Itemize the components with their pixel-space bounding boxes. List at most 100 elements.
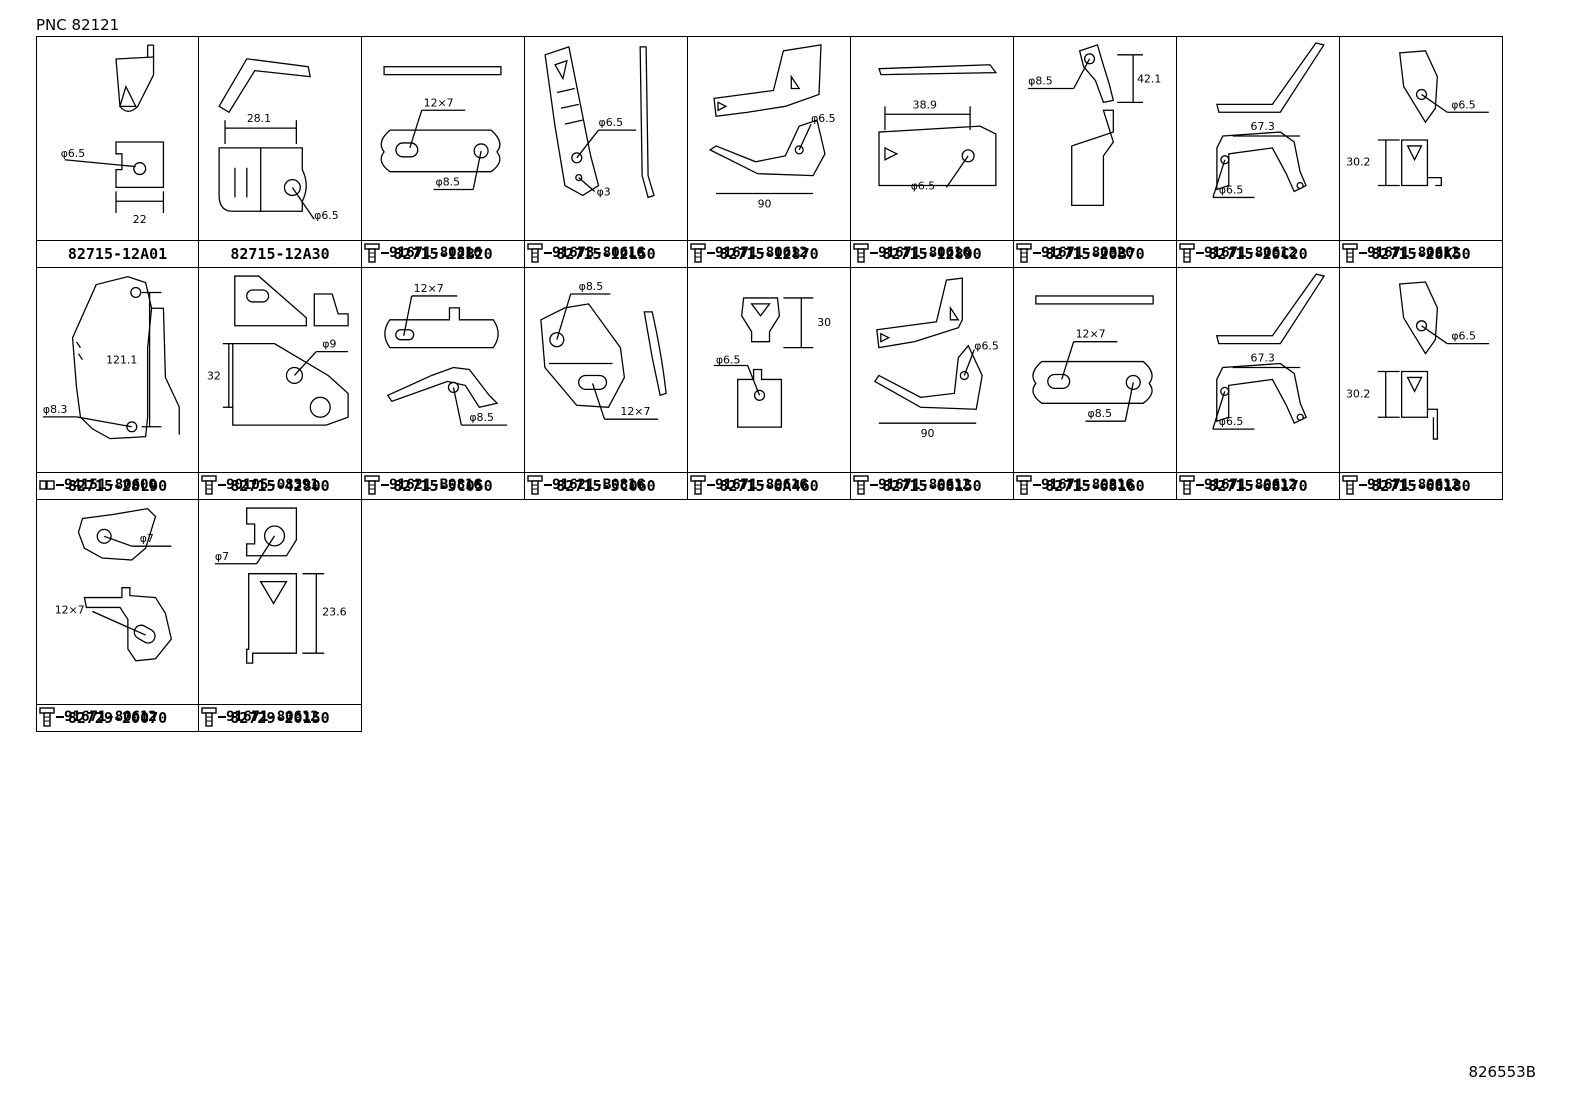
dim-label: φ8.5 bbox=[469, 411, 494, 424]
dim-label: φ6.5 bbox=[716, 354, 741, 367]
part-number: 82715-42800 bbox=[199, 472, 361, 499]
part-cell[interactable]: φ6.5 φ3 91673-80616 82715-12L50 bbox=[525, 36, 688, 268]
part-drawing: 12×7 φ8.5 bbox=[362, 268, 524, 472]
dim-label: 12×7 bbox=[414, 282, 444, 295]
dim-label: 30.2 bbox=[1346, 156, 1370, 169]
part-cell[interactable]: 12×7 φ8.5 91671-80816 82715-12B20 bbox=[362, 36, 525, 268]
fastener-number: 91671-80612 bbox=[715, 245, 808, 261]
fastener-number: 91671-80616 bbox=[878, 245, 971, 261]
fastener-number: 91671-80612 bbox=[878, 477, 971, 493]
part-drawing: φ6.5 φ3 bbox=[525, 37, 687, 240]
fastener-number: 91671-80820 bbox=[1041, 245, 1134, 261]
dim-label: 121.1 bbox=[106, 354, 137, 367]
part-number: 82715-68150 bbox=[851, 472, 1013, 499]
part-cell[interactable]: φ6.5 30.2 91671-80612 82715-68180 bbox=[1340, 268, 1503, 500]
parts-grid: φ6.5 22 82715-12A01 bbox=[36, 36, 1503, 732]
dim-label: φ6.5 bbox=[61, 147, 85, 160]
fastener: 91671-80612 bbox=[1179, 475, 1297, 495]
part-drawing: 28.1 φ6.5 bbox=[199, 37, 361, 240]
fastener: 91621-B0816 bbox=[527, 475, 645, 495]
fastener-number: 91671-80816 bbox=[1041, 477, 1134, 493]
dim-label: φ6.5 bbox=[314, 209, 338, 222]
bolt-icon bbox=[201, 707, 217, 727]
part-number: 82715-12870 bbox=[688, 240, 850, 267]
bolt-icon bbox=[527, 475, 543, 495]
part-cell[interactable]: 121.1 φ8.3 94151-80600 82715-28L90 bbox=[36, 268, 199, 500]
fastener-number: 91671-80612 bbox=[1204, 477, 1297, 493]
part-drawing: φ6.5 30.2 bbox=[1340, 37, 1502, 240]
bolt-icon bbox=[853, 243, 869, 263]
dim-label: 12×7 bbox=[1076, 328, 1106, 341]
fastener-number: 91673-80616 bbox=[552, 245, 645, 261]
fastener: 90105-08391 bbox=[201, 475, 319, 495]
part-drawing: 121.1 φ8.3 bbox=[37, 268, 198, 472]
bolt-icon bbox=[1342, 243, 1358, 263]
dim-label: φ6.5 bbox=[1219, 183, 1243, 196]
part-drawing: φ9 32 bbox=[199, 268, 361, 472]
dim-label: φ8.5 bbox=[1028, 75, 1052, 88]
part-number: 82715-20C20 bbox=[1177, 240, 1339, 267]
part-cell[interactable]: 12×7 φ8.5 91671-80816 82715-68160 bbox=[1014, 268, 1177, 500]
bolt-icon bbox=[364, 475, 380, 495]
fastener: 94151-80600 bbox=[39, 475, 157, 495]
dim-label: φ6.5 bbox=[1451, 98, 1475, 111]
dim-label: 38.9 bbox=[913, 98, 937, 111]
part-number: 82715-6A460 bbox=[688, 472, 850, 499]
part-cell[interactable]: φ6.5 90 91671-80612 82715-68150 bbox=[851, 268, 1014, 500]
part-drawing: 12×7 φ8.5 bbox=[362, 37, 524, 240]
part-cell[interactable]: 28.1 φ6.5 82715-12A30 bbox=[199, 36, 362, 268]
part-drawing: 42.1 φ8.5 bbox=[1014, 37, 1176, 240]
part-cell[interactable]: φ9 32 90105-08391 82715-42800 bbox=[199, 268, 362, 500]
fastener-number: 91671-80816 bbox=[389, 245, 482, 261]
part-cell[interactable]: φ6.5 90 91671-80612 82715-12870 bbox=[688, 36, 851, 268]
part-drawing: φ6.5 90 bbox=[851, 268, 1013, 472]
bolt-icon bbox=[364, 243, 380, 263]
part-number: 82715-5C060 bbox=[525, 472, 687, 499]
fastener: 91671-80612 bbox=[1179, 243, 1297, 263]
dim-label: 67.3 bbox=[1251, 120, 1275, 133]
part-cell[interactable]: 42.1 φ8.5 91671-80820 82715-20B70 bbox=[1014, 36, 1177, 268]
part-number: 82715-12A30 bbox=[199, 240, 361, 267]
dim-label: φ9 bbox=[322, 338, 336, 351]
part-cell[interactable]: 67.3 φ6.5 91671-80612 82715-68170 bbox=[1177, 268, 1340, 500]
dim-label: 32 bbox=[207, 369, 221, 382]
part-cell[interactable]: 23.6 φ7 91671-80612 82729-20150 bbox=[199, 500, 362, 732]
fastener: 91671-80612 bbox=[1342, 475, 1460, 495]
part-cell[interactable]: φ6.5 30.2 91671-80612 82715-28K50 bbox=[1340, 36, 1503, 268]
part-cell[interactable]: 12×7 φ8.5 91621-B0816 82715-5C050 bbox=[362, 268, 525, 500]
dim-label: 28.1 bbox=[247, 112, 271, 125]
dim-label: φ6.5 bbox=[911, 179, 935, 192]
bolt-icon bbox=[1179, 475, 1195, 495]
fastener: 91621-B0816 bbox=[364, 475, 482, 495]
part-drawing: 30 φ6.5 bbox=[688, 268, 850, 472]
part-number: 82715-28K50 bbox=[1340, 240, 1502, 267]
part-number: 82715-12A01 bbox=[37, 240, 198, 267]
part-cell[interactable]: 30 φ6.5 91671-80616 82715-6A460 bbox=[688, 268, 851, 500]
fastener: 91671-80816 bbox=[1016, 475, 1134, 495]
dim-label: φ8.3 bbox=[43, 403, 68, 416]
bolt-icon bbox=[1342, 475, 1358, 495]
dim-label: φ8.5 bbox=[436, 176, 460, 189]
dim-label: φ8.5 bbox=[1088, 407, 1113, 420]
bolt-icon bbox=[1016, 475, 1032, 495]
part-cell[interactable]: 67.3 φ6.5 91671-80612 82715-20C20 bbox=[1177, 36, 1340, 268]
dim-label: φ7 bbox=[215, 550, 229, 563]
bolt-icon bbox=[690, 475, 706, 495]
dim-label: 67.3 bbox=[1251, 352, 1275, 365]
part-cell[interactable]: φ8.5 12×7 91621-B0816 82715-5C060 bbox=[525, 268, 688, 500]
fastener: 91671-80612 bbox=[201, 707, 319, 727]
fastener-number: 91621-B0816 bbox=[389, 477, 482, 493]
part-drawing: φ6.5 30.2 bbox=[1340, 268, 1502, 472]
dim-label: φ7 bbox=[140, 532, 154, 545]
dim-label: φ6.5 bbox=[599, 116, 623, 129]
dim-label: φ6.5 bbox=[974, 340, 999, 353]
part-cell[interactable]: φ7 12×7 91671-80612 82729-20070 bbox=[36, 500, 199, 732]
part-number: 82715-68180 bbox=[1340, 472, 1502, 499]
dim-label: 22 bbox=[133, 213, 147, 226]
fastener-number: 91671-80612 bbox=[226, 709, 319, 725]
part-cell[interactable]: φ6.5 22 82715-12A01 bbox=[36, 36, 199, 268]
fastener-number: 91671-80612 bbox=[64, 709, 157, 725]
grid-row-3: φ7 12×7 91671-80612 82729-20070 bbox=[36, 500, 1503, 732]
dim-label: 12×7 bbox=[620, 405, 650, 418]
part-cell[interactable]: 38.9 φ6.5 91671-80616 82715-12890 bbox=[851, 36, 1014, 268]
